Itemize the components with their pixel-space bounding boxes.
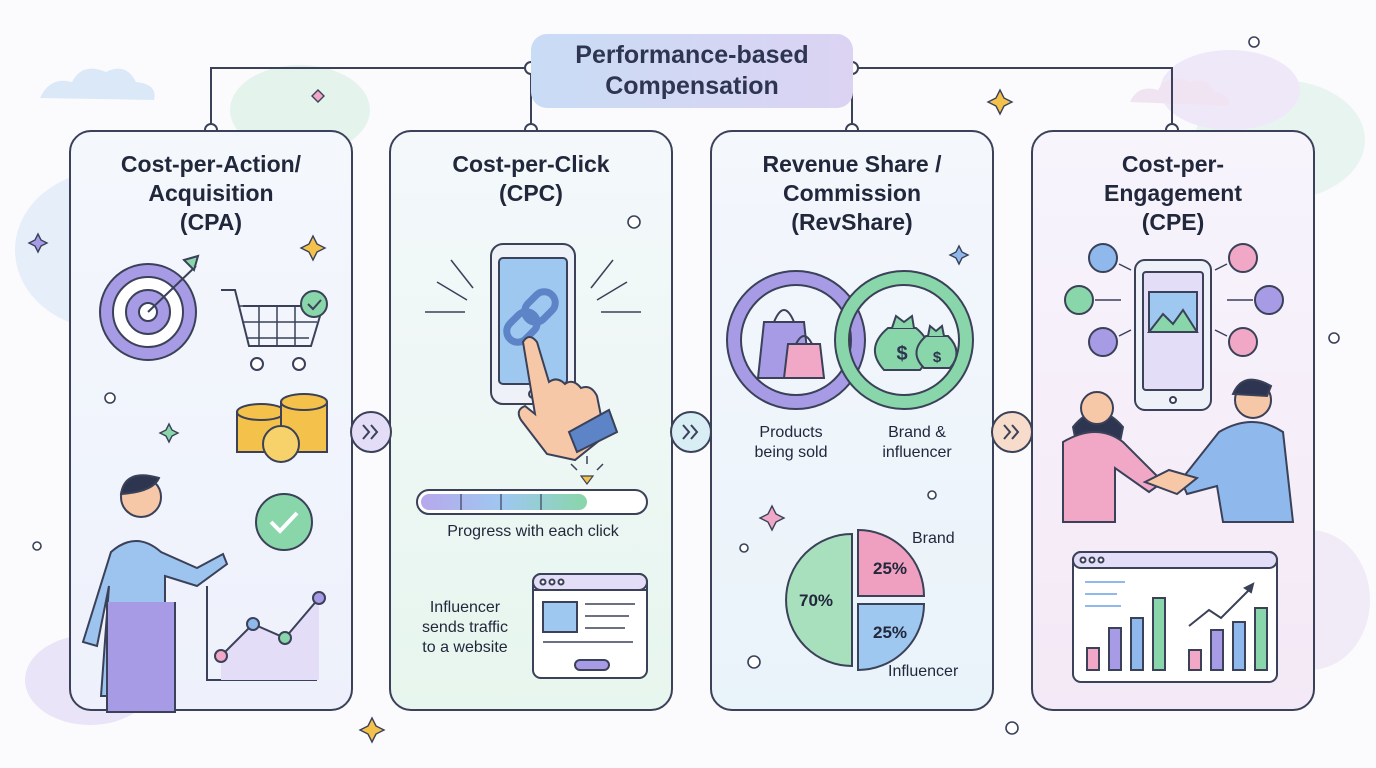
chevron-right-icon bbox=[991, 411, 1033, 453]
heart-icon bbox=[1228, 327, 1258, 357]
dashboard-chart-icon bbox=[1072, 551, 1278, 683]
phone-feed-icon bbox=[1134, 259, 1212, 411]
click-burst-icon bbox=[425, 259, 641, 313]
diagram-title: Performance-based Compensation bbox=[531, 34, 853, 108]
chevron-right-icon bbox=[350, 411, 392, 453]
pie-influencer-label: Influencer bbox=[888, 663, 959, 680]
svg-text:$: $ bbox=[933, 349, 942, 366]
pie-slice bbox=[857, 603, 926, 672]
check-circle-icon bbox=[255, 493, 313, 551]
card-cpe: Cost-per- Engagement (CPE) bbox=[1031, 130, 1315, 711]
social-icons bbox=[1064, 243, 1284, 357]
cpa-illustration bbox=[81, 254, 328, 713]
cpc-progress-label: Progress with each click bbox=[447, 523, 619, 540]
card-cpc: Cost-per-Click (CPC) bbox=[389, 130, 673, 711]
card-cpc-title: Cost-per-Click (CPC) bbox=[452, 151, 610, 206]
diagram-title-text: Performance-based Compensation bbox=[575, 41, 809, 100]
sparkle-icons bbox=[27, 88, 1014, 744]
overlap-rings bbox=[726, 270, 974, 410]
comment-icon bbox=[1064, 285, 1094, 315]
link-icon bbox=[503, 288, 559, 346]
brand-influencer-label: Brand & influencer bbox=[882, 424, 952, 461]
revshare-illustration: $ $ 70% 25% 25% bbox=[726, 270, 974, 672]
pointing-hand-icon bbox=[517, 336, 619, 462]
growth-chart-icon bbox=[206, 586, 326, 681]
card-cpa: Cost-per-Action/ Acquisition (CPA) bbox=[69, 130, 353, 713]
like-icon bbox=[1088, 243, 1118, 273]
card-cpa-title: Cost-per-Action/ Acquisition (CPA) bbox=[120, 151, 302, 235]
heart-icon bbox=[1228, 243, 1258, 273]
revenue-pie-chart: 70% 25% 25% bbox=[785, 528, 926, 672]
pie-slice bbox=[857, 528, 926, 597]
cloud-icon bbox=[1130, 78, 1230, 106]
cpc-traffic-label: Influencer sends traffic to a website bbox=[422, 599, 508, 656]
coins-icon bbox=[236, 393, 328, 463]
browser-window-icon bbox=[532, 573, 648, 679]
money-bags-icon: $ $ bbox=[874, 314, 958, 371]
share-icon bbox=[1254, 285, 1284, 315]
pie-brand-label: Brand bbox=[912, 530, 955, 547]
like-icon bbox=[1088, 327, 1118, 357]
chevron-right-icon bbox=[670, 411, 712, 453]
person-pointing-icon bbox=[81, 474, 229, 713]
cpc-illustration bbox=[416, 243, 648, 679]
pie-slice-label: 25% bbox=[873, 623, 907, 642]
pie-slice-label: 70% bbox=[799, 591, 833, 610]
handshake-people-icon bbox=[1062, 378, 1295, 523]
shopping-cart-icon bbox=[221, 289, 328, 371]
decor-dots bbox=[32, 36, 1340, 735]
card-revshare: Revenue Share / Commission (RevShare) $ … bbox=[710, 130, 994, 711]
products-label: Products being sold bbox=[754, 424, 828, 461]
pie-slice bbox=[785, 532, 853, 668]
svg-text:$: $ bbox=[896, 343, 907, 365]
target-icon bbox=[99, 254, 200, 361]
cpe-illustration bbox=[1062, 243, 1295, 683]
progress-bar bbox=[416, 456, 648, 515]
cloud-icon bbox=[40, 68, 155, 100]
card-revshare-title: Revenue Share / Commission (RevShare) bbox=[762, 151, 942, 235]
shopping-bags-icon bbox=[756, 309, 826, 379]
pie-slice-label: 25% bbox=[873, 559, 907, 578]
connector-lines bbox=[210, 67, 1173, 130]
card-cpe-title: Cost-per- Engagement (CPE) bbox=[1103, 151, 1243, 235]
